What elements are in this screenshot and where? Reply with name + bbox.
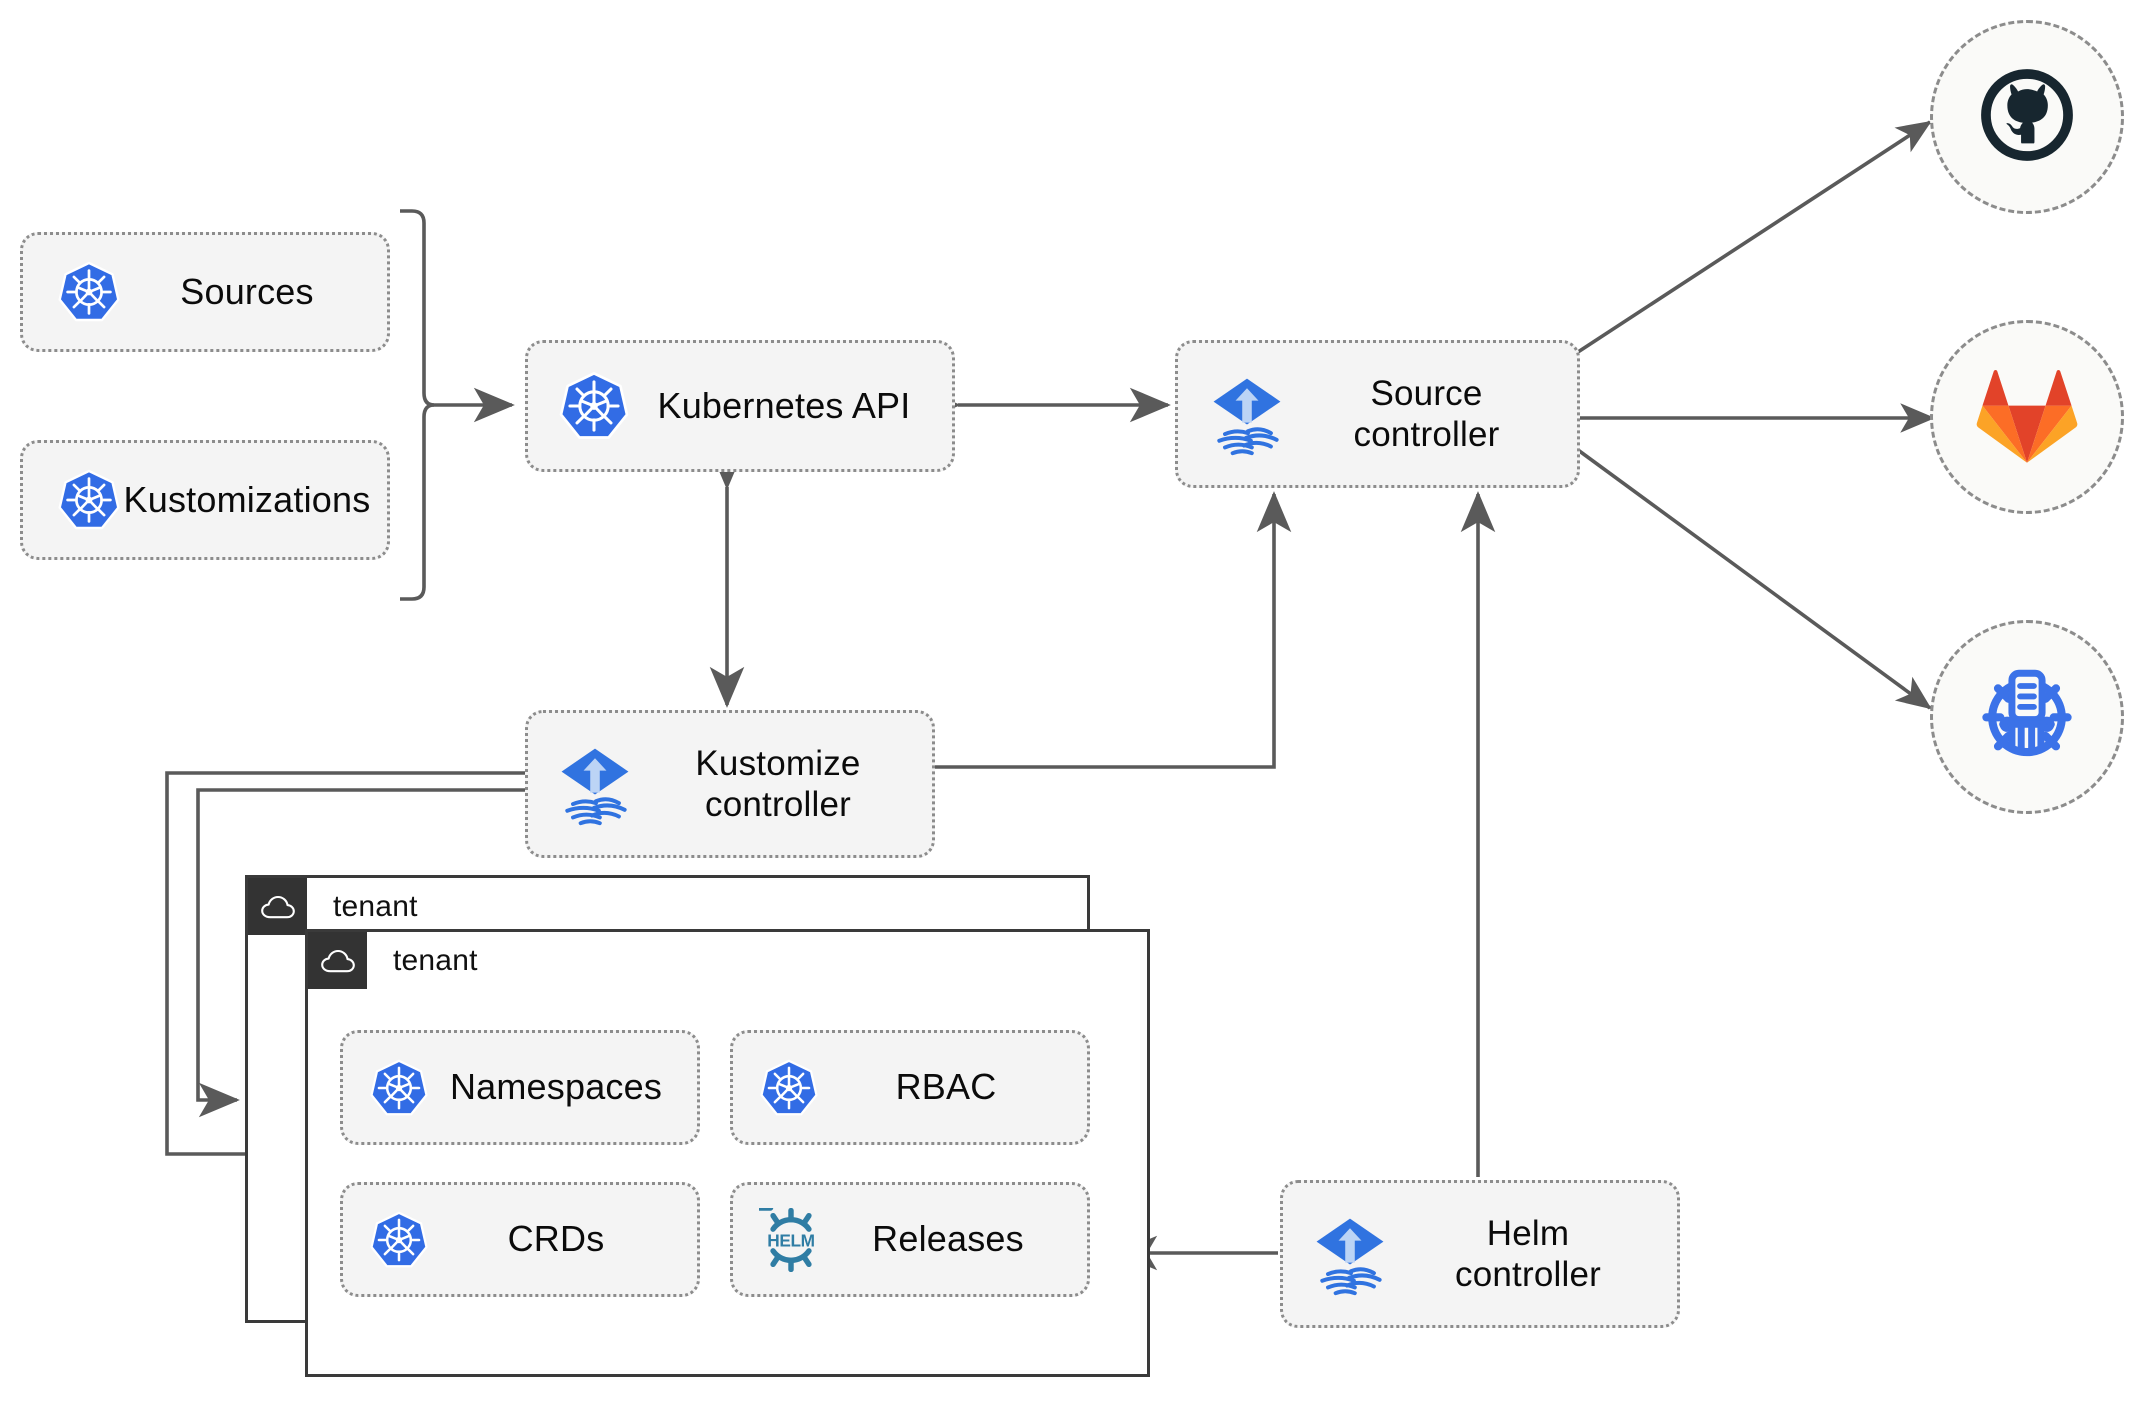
kubernetes-icon — [369, 1058, 429, 1118]
helm-controller-line-1: Helm — [1486, 1213, 1570, 1253]
node-crds-label: CRDs — [507, 1218, 605, 1260]
cloud-icon — [308, 932, 367, 989]
helm-controller-line-2: controller — [1455, 1255, 1601, 1294]
node-namespaces[interactable]: Namespaces — [340, 1030, 700, 1145]
wire-source-to-github — [1577, 120, 1932, 354]
node-rbac-label: RBAC — [895, 1066, 997, 1108]
helm-chart-repository-icon — [1969, 657, 2085, 778]
node-source-controller[interactable]: Source controller — [1175, 340, 1580, 488]
tenant-1-label: tenant — [333, 889, 418, 923]
kustomize-controller-line-1: Kustomize — [695, 743, 861, 783]
svg-text:HELM: HELM — [767, 1230, 814, 1250]
helm-icon: HELM — [759, 1207, 823, 1272]
node-sources[interactable]: Sources — [20, 232, 390, 352]
flux-icon — [1307, 1211, 1393, 1297]
bracket-sources-kustomizations — [400, 209, 435, 601]
flux-icon — [1204, 371, 1290, 457]
kubernetes-icon — [57, 468, 121, 532]
node-helm-controller-label: Helm controller — [1393, 1213, 1677, 1296]
flux-icon — [552, 741, 638, 827]
kubernetes-icon — [57, 260, 121, 324]
node-kubernetes-api[interactable]: Kubernetes API — [525, 340, 955, 472]
tenant-2-titlebar: tenant — [308, 932, 478, 989]
node-kustomize-controller-label: Kustomize controller — [638, 743, 932, 826]
node-crds[interactable]: CRDs — [340, 1182, 700, 1297]
external-service-github[interactable] — [1930, 20, 2124, 214]
wire-source-to-helm-repo — [1576, 448, 1932, 710]
tenant-1-titlebar: tenant — [248, 878, 418, 935]
kubernetes-icon — [759, 1058, 819, 1118]
external-service-helm-chart-repository[interactable] — [1930, 620, 2124, 814]
node-helm-controller[interactable]: Helm controller — [1280, 1180, 1680, 1328]
source-controller-line-1: Source — [1370, 373, 1483, 413]
node-source-controller-label: Source controller — [1290, 373, 1577, 456]
tenant-2-label: tenant — [393, 943, 478, 977]
kubernetes-icon — [369, 1210, 429, 1270]
node-kustomizations[interactable]: Kustomizations — [20, 440, 390, 560]
node-kustomizations-label: Kustomizations — [123, 478, 371, 520]
wire-kustomize-to-source-controller — [935, 491, 1292, 769]
node-kubernetes-api-label: Kubernetes API — [657, 384, 911, 426]
tenant-panel-2[interactable]: tenant — [305, 929, 1150, 1377]
node-sources-label: Sources — [180, 270, 314, 312]
node-releases[interactable]: HELM Releases — [730, 1182, 1090, 1297]
node-releases-label: Releases — [872, 1218, 1024, 1260]
kubernetes-icon — [558, 370, 630, 442]
external-service-gitlab[interactable] — [1930, 320, 2124, 514]
node-kustomize-controller[interactable]: Kustomize controller — [525, 710, 935, 858]
node-namespaces-label: Namespaces — [449, 1066, 663, 1108]
github-icon — [1973, 61, 2081, 174]
kustomize-controller-line-2: controller — [705, 785, 851, 824]
cloud-icon — [248, 878, 307, 935]
gitlab-icon — [1974, 365, 2080, 470]
source-controller-line-2: controller — [1353, 415, 1500, 454]
node-rbac[interactable]: RBAC — [730, 1030, 1090, 1145]
